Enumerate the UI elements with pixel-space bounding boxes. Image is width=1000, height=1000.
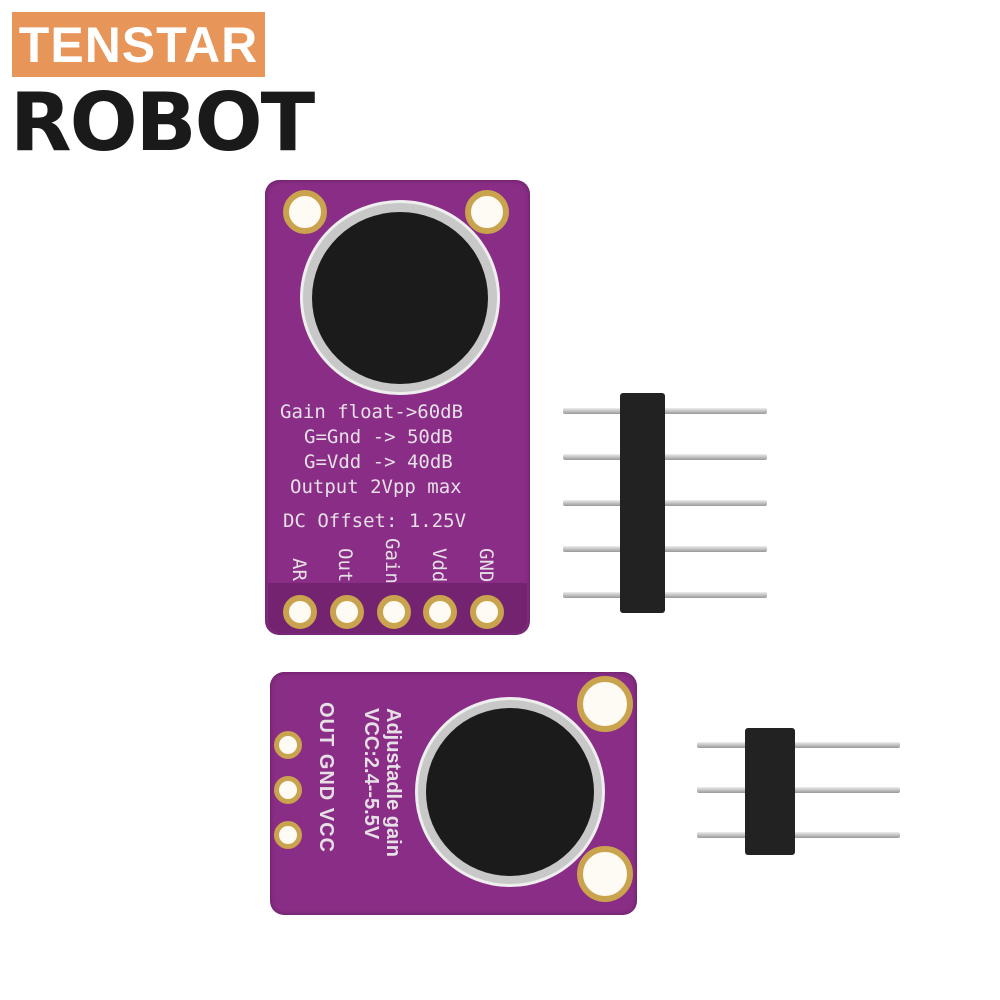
mounting-hole — [283, 190, 327, 234]
logo-tenstar: TENSTAR — [12, 12, 265, 77]
pin-label: Out — [334, 548, 356, 583]
header-pin — [697, 832, 900, 838]
header-pin — [563, 408, 767, 414]
pin-label: AR — [288, 558, 310, 581]
silk-line: G=Gnd -> 50dB — [304, 426, 453, 448]
logo-robot: ROBOT — [10, 76, 315, 169]
pin-header-5 — [620, 393, 665, 613]
header-pin — [697, 787, 900, 793]
header-pin — [563, 454, 767, 460]
pin-label: Vdd — [428, 548, 450, 583]
pin-pad — [470, 595, 504, 629]
pin-pad — [274, 776, 302, 804]
header-pin — [563, 592, 767, 598]
silk-line: G=Vdd -> 40dB — [304, 451, 453, 473]
microphone — [300, 200, 500, 395]
silk-line: Adjustadle gain — [382, 708, 404, 857]
pin-label: GND — [475, 548, 497, 583]
silk-line: Output 2Vpp max — [290, 476, 462, 498]
pin-pad — [423, 595, 457, 629]
header-pin — [563, 500, 767, 506]
pin-label: Gain — [381, 538, 403, 584]
silk-line: DC Offset: 1.25V — [283, 510, 467, 532]
mounting-hole — [577, 676, 633, 732]
mounting-hole — [465, 190, 509, 234]
microphone — [415, 697, 605, 887]
pin-pad — [274, 821, 302, 849]
pin-pad — [377, 595, 411, 629]
pin-pad — [330, 595, 364, 629]
pin-header-3 — [745, 728, 795, 855]
header-pin — [563, 546, 767, 552]
silk-line: Gain float->60dB — [280, 401, 464, 423]
pin-pad — [283, 595, 317, 629]
header-pin — [697, 742, 900, 748]
silk-line: VCC:2.4--5.5V — [360, 708, 382, 840]
pin-labels: OUT GND VCC — [315, 702, 337, 853]
pin-pad — [274, 731, 302, 759]
mounting-hole — [577, 846, 633, 902]
